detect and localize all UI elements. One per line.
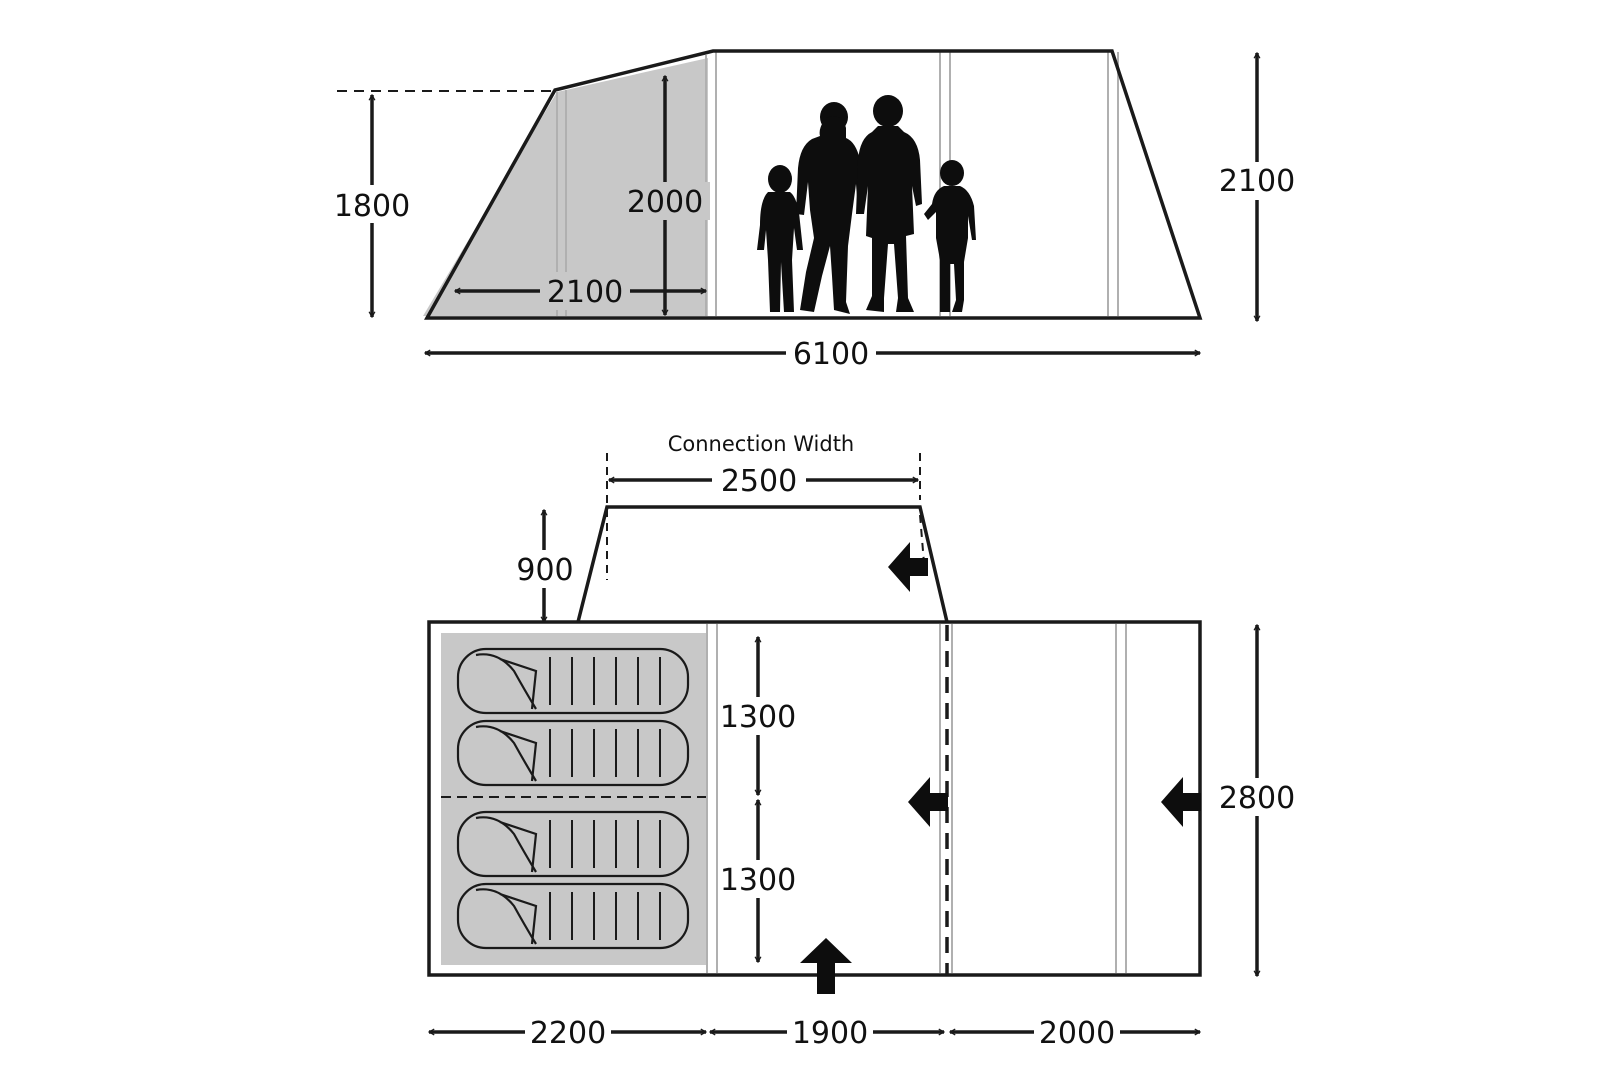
sleeping-bag-icon	[456, 719, 690, 787]
door-arrow-icon	[800, 938, 852, 994]
total-length-label: 6100	[793, 337, 869, 372]
section-1-label: 2200	[530, 1016, 606, 1051]
interior-height-label: 2000	[627, 185, 703, 220]
section-3-label: 2000	[1039, 1016, 1115, 1051]
total-width-label: 2800	[1219, 781, 1295, 816]
end-height-label: 2100	[1219, 164, 1295, 199]
bay-bottom-label: 1300	[720, 863, 796, 898]
door-arrow-icon	[1161, 777, 1201, 827]
bay-top-label: 1300	[720, 700, 796, 735]
connection-width-label: 2500	[721, 464, 797, 499]
door-arrow-icon	[908, 777, 948, 827]
section-2-label: 1900	[792, 1016, 868, 1051]
canopy-depth-label: 900	[516, 553, 573, 588]
sleeping-bag-icon	[456, 810, 690, 878]
connection-width-title: Connection Width	[668, 432, 855, 456]
sleeping-bag-icon	[456, 647, 690, 715]
elevation-view: 1800 2000 2100 6100 2100	[330, 49, 1300, 372]
sleeping-bag-icon	[456, 882, 690, 950]
plan-view: Connection Width 2500 900 1300 1300 2800…	[427, 432, 1301, 1051]
canopy-outline	[576, 505, 949, 623]
bedroom-length-label: 2100	[547, 275, 623, 310]
side-height-label: 1800	[334, 189, 410, 224]
figures-silhouette-icon	[757, 95, 976, 314]
tent-elevation-outline	[424, 49, 1203, 320]
